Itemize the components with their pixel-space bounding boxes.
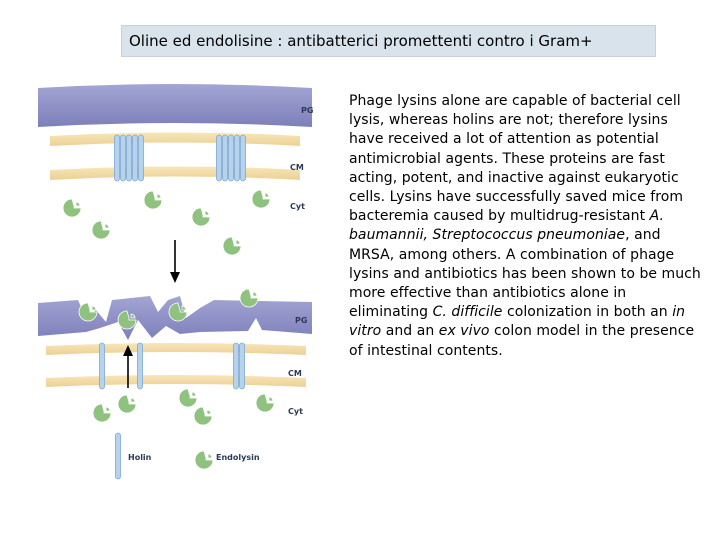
top-holin-cluster-left xyxy=(114,134,144,182)
paragraph-segment-italic: ex vivo xyxy=(438,323,490,340)
slide-title: Oline ed endolisine : antibatterici prom… xyxy=(121,25,656,57)
top-holin-cluster-right xyxy=(216,134,246,182)
paragraph-segment: and an xyxy=(381,323,439,340)
paragraph-segment: , and MRSA, among others. A combination … xyxy=(349,227,701,321)
paragraph-segment-italic: in vitro xyxy=(349,304,686,340)
bottom-panel: PG CM Cyt xyxy=(38,288,312,426)
bottom-pg-label: PG xyxy=(295,316,307,325)
bottom-escape-arrow xyxy=(123,345,133,388)
legend: Holin Endolysin xyxy=(115,432,260,480)
paragraph-text: Phage lysins alone are capable of bacter… xyxy=(349,92,705,361)
legend-holin-swatch xyxy=(115,432,121,480)
bottom-cyt-label: Cyt xyxy=(288,407,303,416)
slide-title-text: Oline ed endolisine : antibatterici prom… xyxy=(129,32,593,50)
bottom-membrane-outer xyxy=(46,343,306,355)
bottom-membrane-inner xyxy=(46,375,306,387)
legend-endolysin-swatch xyxy=(194,450,214,470)
paragraph-segment-italic: A. baumannii, Streptococcus pneumoniae xyxy=(349,208,664,244)
top-pg-label: PG xyxy=(301,106,313,115)
top-panel: PG CM Cyt xyxy=(38,84,313,256)
transition-arrow xyxy=(170,240,180,283)
top-membrane-outer xyxy=(50,132,300,146)
top-peptidoglycan-layer xyxy=(38,84,312,127)
legend-endolysin-label: Endolysin xyxy=(216,453,260,462)
paragraph-segment: colonization in both an xyxy=(502,304,673,321)
paragraph-segment-italic: C. difficile xyxy=(432,304,503,321)
paragraph-segment: Phage lysins alone are capable of bacter… xyxy=(349,93,684,225)
top-membrane-inner xyxy=(50,166,300,180)
top-cyt-label: Cyt xyxy=(290,202,305,211)
top-cm-label: CM xyxy=(290,163,304,172)
legend-holin-label: Holin xyxy=(128,453,152,462)
bottom-cm-label: CM xyxy=(288,369,302,378)
paragraph-segment: colon model in the presence of intestina… xyxy=(349,323,695,359)
body-paragraph: Phage lysins alone are capable of bacter… xyxy=(349,92,705,361)
lysis-diagram: PG CM Cyt xyxy=(38,84,313,480)
top-endolysins xyxy=(62,189,271,256)
